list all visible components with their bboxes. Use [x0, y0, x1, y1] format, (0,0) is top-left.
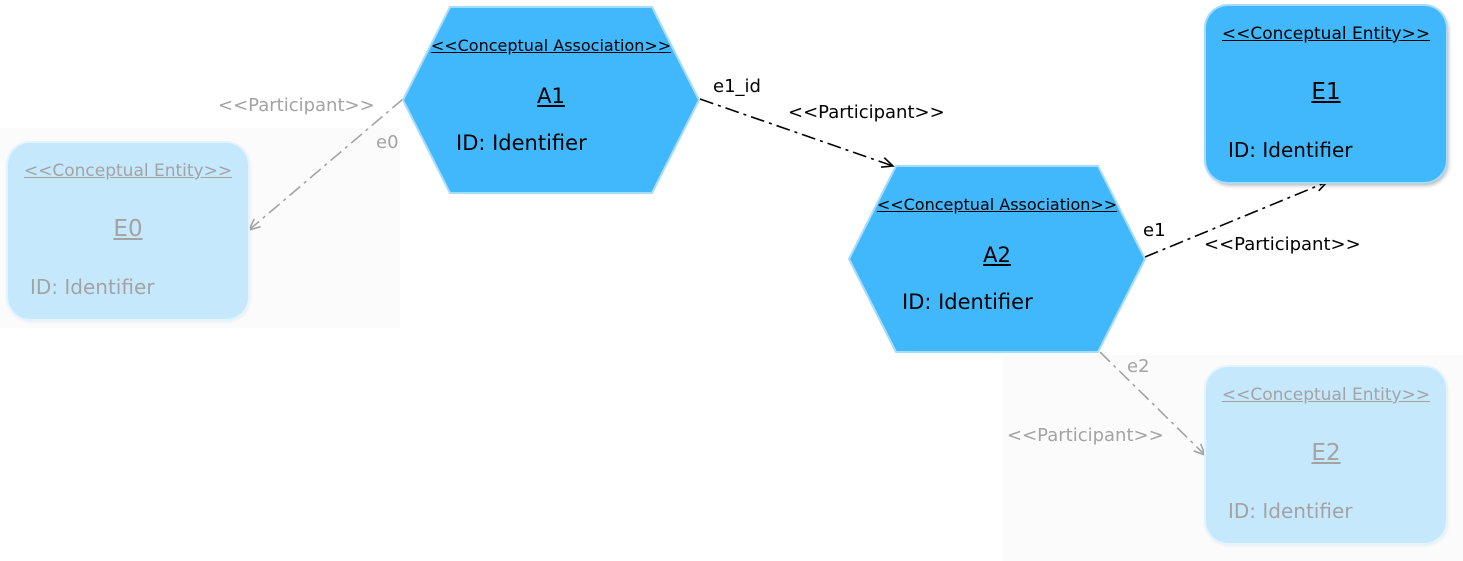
edge-a1-e0-role: e0 [376, 132, 399, 153]
association-attribute: ID: Identifier [902, 290, 1033, 314]
hexagon-shape [847, 165, 1147, 353]
association-attribute: ID: Identifier [456, 131, 587, 155]
edge-a2-e2[interactable] [1099, 351, 1207, 457]
association-name: A2 [983, 243, 1011, 267]
association-a1[interactable]: <<Conceptual Association>> A1 ID: Identi… [400, 4, 702, 196]
edge-a2-e1-stereotype: <<Participant>> [1204, 234, 1361, 255]
edge-a1-e0-stereotype: <<Participant>> [218, 95, 375, 116]
entity-attribute: ID: Identifier [30, 275, 155, 299]
edge-a1-e0[interactable] [247, 98, 404, 232]
edge-a1-a2[interactable] [699, 98, 895, 168]
entity-stereotype: <<Conceptual Entity>> [1221, 385, 1431, 405]
entity-attribute: ID: Identifier [1228, 138, 1353, 162]
hexagon-shape [401, 6, 701, 194]
entity-stereotype: <<Conceptual Entity>> [23, 161, 233, 181]
entity-stereotype: <<Conceptual Entity>> [1221, 24, 1431, 44]
entity-name: E0 [113, 216, 143, 242]
association-stereotype: <<Conceptual Association>> [430, 36, 672, 55]
edge-a2-e1[interactable] [1144, 180, 1329, 258]
edge-a1-a2-role: e1_id [713, 76, 761, 97]
association-stereotype: <<Conceptual Association>> [876, 195, 1118, 214]
entity-e2[interactable]: <<Conceptual Entity>> E2 ID: Identifier [1206, 367, 1446, 543]
entity-name: E1 [1311, 79, 1341, 105]
edge-a2-e1-role: e1 [1143, 220, 1166, 241]
edge-a2-e2-role: e2 [1127, 356, 1150, 377]
association-name: A1 [537, 84, 565, 108]
edge-a2-e2-stereotype: <<Participant>> [1007, 425, 1164, 446]
edge-a1-a2-stereotype: <<Participant>> [788, 102, 945, 123]
entity-e1[interactable]: <<Conceptual Entity>> E1 ID: Identifier [1206, 6, 1446, 182]
entity-name: E2 [1311, 440, 1341, 466]
entity-e0[interactable]: <<Conceptual Entity>> E0 ID: Identifier [8, 143, 248, 319]
association-a2[interactable]: <<Conceptual Association>> A2 ID: Identi… [846, 163, 1148, 355]
entity-attribute: ID: Identifier [1228, 499, 1353, 523]
